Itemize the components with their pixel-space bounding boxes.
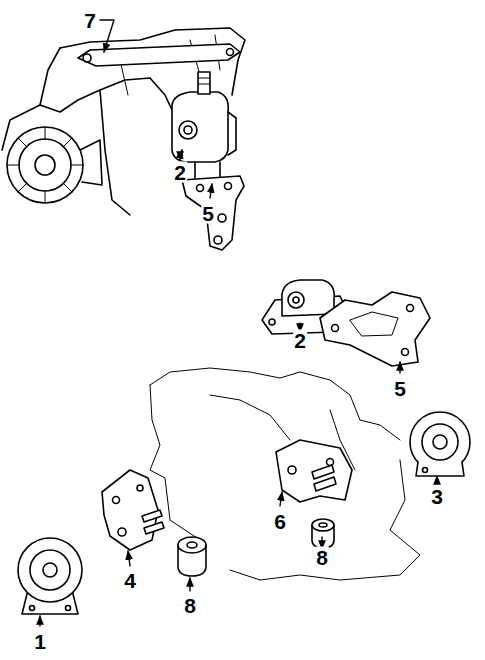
alternator [7, 127, 102, 203]
right-bushing [312, 519, 334, 548]
front-mount [18, 538, 82, 614]
callout-number: 8 [183, 595, 197, 616]
upper-bracket [182, 176, 244, 250]
callout-number: 8 [315, 547, 329, 568]
left-bracket [102, 470, 164, 550]
callout-number: 2 [293, 330, 307, 351]
callout-number: 1 [33, 631, 47, 652]
callout-number: 5 [393, 378, 407, 399]
mount-plate [320, 292, 430, 366]
callout-number: 4 [123, 570, 137, 591]
callout-number: 5 [201, 203, 215, 224]
strap-bracket [78, 44, 240, 66]
rear-mount [410, 412, 470, 476]
right-bracket [276, 440, 352, 502]
callout-number: 6 [273, 511, 287, 532]
callout-number: 7 [83, 10, 97, 31]
callout-number: 2 [173, 162, 187, 183]
callout-number: 3 [430, 486, 444, 507]
left-bushing [178, 537, 206, 576]
leader-arrows [40, 20, 437, 626]
lower-engine-outline [150, 368, 420, 580]
